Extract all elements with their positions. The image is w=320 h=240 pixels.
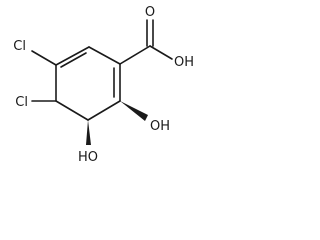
wedge-bond-right-oh xyxy=(120,101,148,121)
structure-canvas: O OH Cl Cl OH HO xyxy=(0,0,206,178)
atom-label-cl-top: Cl xyxy=(13,39,26,54)
bond-c3-cl xyxy=(31,50,57,66)
bond-c5-c6 xyxy=(87,100,121,121)
bond-c4-c5 xyxy=(55,100,89,121)
atom-label-ho-bottom: HO xyxy=(78,150,98,165)
atom-label-oh-right: OH xyxy=(150,119,170,134)
bond-c1-c2-single xyxy=(88,46,121,65)
atom-label-carbonyl-o: O xyxy=(145,5,155,20)
bond-carboxyl-oh xyxy=(149,45,173,60)
bond-c2-c3-inner xyxy=(60,52,87,68)
atom-label-cl-bottom: Cl xyxy=(15,95,28,110)
atom-label-acid-oh: OH xyxy=(174,55,194,70)
bond-c1-carboxyl xyxy=(119,45,151,65)
wedge-bond-left-ho xyxy=(86,120,91,145)
bond-c2-c3-outer xyxy=(55,46,90,66)
chemical-structure: O OH Cl Cl OH HO xyxy=(13,5,194,165)
